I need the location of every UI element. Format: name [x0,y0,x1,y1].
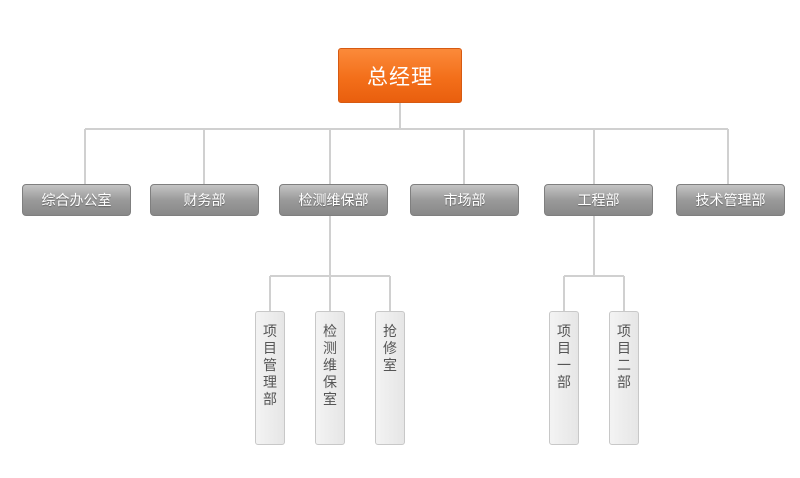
node-department-tech-mgmt[interactable]: 技术管理部 [676,184,785,216]
node-sub-project-2[interactable]: 项目二部 [609,311,639,445]
node-sub-project-mgmt[interactable]: 项目管理部 [255,311,285,445]
node-sub-repair-label: 抢修室 [383,324,397,374]
node-general-manager[interactable]: 总经理 [338,48,462,103]
node-sub-inspection-maint-label: 检测维保室 [323,324,337,408]
node-sub-project-mgmt-label: 项目管理部 [263,324,277,408]
node-department-market[interactable]: 市场部 [410,184,519,216]
node-department-office[interactable]: 综合办公室 [22,184,131,216]
node-department-office-label: 综合办公室 [41,193,112,209]
node-department-finance-label: 财务部 [183,193,226,209]
node-sub-project-1[interactable]: 项目一部 [549,311,579,445]
node-department-tech-mgmt-label: 技术管理部 [695,193,766,209]
node-department-engineering[interactable]: 工程部 [544,184,653,216]
node-department-engineering-label: 工程部 [577,193,620,209]
node-general-manager-label: 总经理 [367,64,433,89]
node-department-inspection[interactable]: 检测维保部 [279,184,388,216]
node-sub-project-1-label: 项目一部 [557,324,571,391]
node-sub-repair[interactable]: 抢修室 [375,311,405,445]
node-sub-inspection-maint[interactable]: 检测维保室 [315,311,345,445]
node-department-finance[interactable]: 财务部 [150,184,259,216]
node-department-market-label: 市场部 [443,193,486,209]
node-sub-project-2-label: 项目二部 [617,324,631,391]
node-department-inspection-label: 检测维保部 [298,193,369,209]
